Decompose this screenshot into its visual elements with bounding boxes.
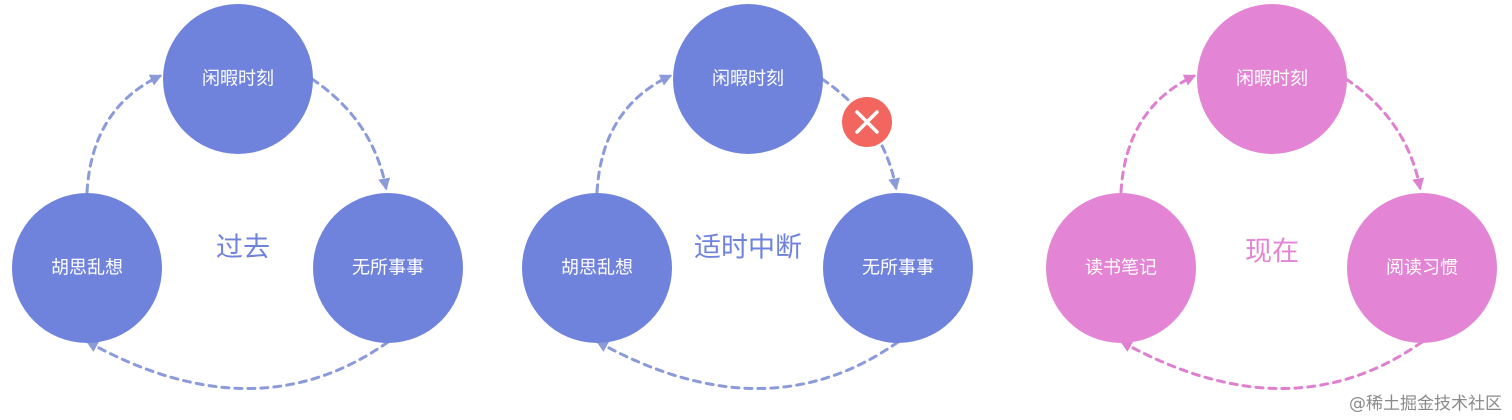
node-top-label: 闲暇时刻	[202, 69, 274, 90]
edge-left-to-top	[1119, 74, 1197, 194]
node-left-circle	[12, 193, 162, 343]
node-right-label: 无所事事	[862, 258, 934, 279]
node-left-circle	[1046, 193, 1196, 343]
panel-title: 适时中断	[694, 233, 802, 264]
edge-left-to-top	[85, 74, 163, 194]
edge-left-to-top	[595, 74, 673, 194]
node-right-circle	[823, 193, 973, 343]
edge-right-to-left	[85, 340, 390, 390]
node-top-circle	[163, 4, 313, 154]
node-left-circle	[522, 193, 672, 343]
node-right-circle	[313, 193, 463, 343]
panel-past: 闲暇时刻 胡思乱想 无所事事 过去	[12, 4, 463, 390]
node-top-label: 闲暇时刻	[712, 69, 784, 90]
node-right-label: 无所事事	[352, 258, 424, 279]
node-right-label: 阅读习惯	[1386, 258, 1458, 279]
node-top-circle	[1197, 4, 1347, 154]
edge-top-to-right	[310, 77, 391, 191]
node-top-label: 闲暇时刻	[1236, 69, 1308, 90]
edge-right-to-left	[595, 340, 900, 390]
close-icon	[842, 97, 892, 147]
panel-title: 现在	[1245, 237, 1299, 268]
edge-top-to-right	[1344, 77, 1425, 191]
node-left-label: 胡思乱想	[51, 258, 123, 279]
edge-right-to-left	[1119, 340, 1424, 390]
node-right-circle	[1347, 193, 1497, 343]
node-top-circle	[673, 4, 823, 154]
panel-title: 过去	[216, 233, 270, 264]
node-left-label: 读书笔记	[1085, 258, 1157, 279]
node-left-label: 胡思乱想	[561, 258, 633, 279]
watermark: @稀土掘金技术社区	[1349, 394, 1502, 414]
panel-interrupt: 闲暇时刻 胡思乱想 无所事事 适时中断	[522, 4, 973, 390]
panel-now: 闲暇时刻 读书笔记 阅读习惯 现在	[1046, 4, 1497, 390]
